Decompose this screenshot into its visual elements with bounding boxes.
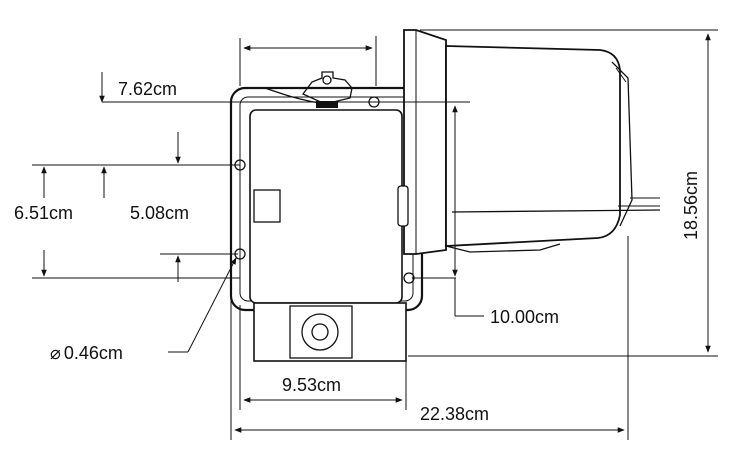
dim-hole-diameter-value: 0.46cm <box>64 343 123 363</box>
dim-hole-diameter: ⌀0.46cm <box>50 343 123 363</box>
lifting-lug <box>264 71 353 108</box>
coupling-outer <box>301 313 339 351</box>
dim-left-inner-span: 5.08cm <box>130 203 189 223</box>
dimension-lines <box>32 29 718 440</box>
motor-front-box <box>249 109 403 304</box>
diameter-symbol: ⌀ <box>50 343 61 363</box>
dim-base-width: 9.53cm <box>282 375 341 395</box>
coupling-inner <box>311 323 329 341</box>
motor-side-body <box>397 29 661 255</box>
dim-overall-width: 22.38cm <box>420 404 489 424</box>
dim-overall-height: 18.56cm <box>681 171 701 240</box>
dim-left-outer-span: 6.51cm <box>14 203 73 223</box>
dim-top-offset: 7.62cm <box>118 79 177 99</box>
side-tab <box>253 189 281 223</box>
dim-mount-height: 10.00cm <box>490 307 559 327</box>
base-block <box>253 302 407 362</box>
